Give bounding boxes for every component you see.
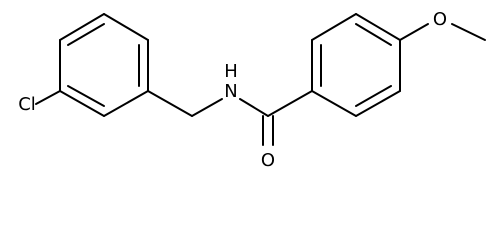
oxygen-methyl-bond — [451, 23, 486, 41]
ring-a-bond-4 — [103, 90, 149, 117]
ch2-nitrogen-bond — [191, 98, 223, 117]
nitrogen-carbonyl-bond — [239, 98, 269, 117]
ring-b-bond-3 — [355, 13, 401, 41]
ring-a-inner-bond-3 — [67, 85, 105, 107]
benzyl-bond — [147, 90, 193, 117]
ring-a-bond-1 — [59, 13, 105, 41]
carbonyl-oxygen-label: O — [261, 150, 275, 171]
ring-oxygen-bond — [399, 23, 429, 41]
carbonyl-ring-bond — [267, 90, 313, 117]
ring-b-bond-6 — [311, 90, 357, 117]
ring-a-bond-5 — [59, 90, 105, 117]
ring-b-inner-bond-2 — [355, 23, 392, 46]
ring-a-bond-2 — [103, 13, 149, 41]
ring-a-inner-bond-1 — [67, 23, 105, 46]
ring-b-bond-2 — [311, 13, 357, 41]
chlorine-label: Cl — [18, 94, 36, 115]
chemical-structure-diagram: Cl N H O O — [18, 9, 486, 171]
methoxyphenyl-ring — [311, 13, 401, 117]
nitrogen-hydrogen-label: H — [224, 61, 238, 82]
nitrogen-label: N — [224, 81, 237, 102]
chlorine-bond — [35, 90, 61, 105]
chlorophenyl-ring — [59, 13, 149, 117]
ring-b-inner-bond-3 — [355, 85, 392, 107]
ring-b-bond-5 — [355, 90, 401, 117]
methoxy-oxygen-label: O — [433, 9, 447, 30]
